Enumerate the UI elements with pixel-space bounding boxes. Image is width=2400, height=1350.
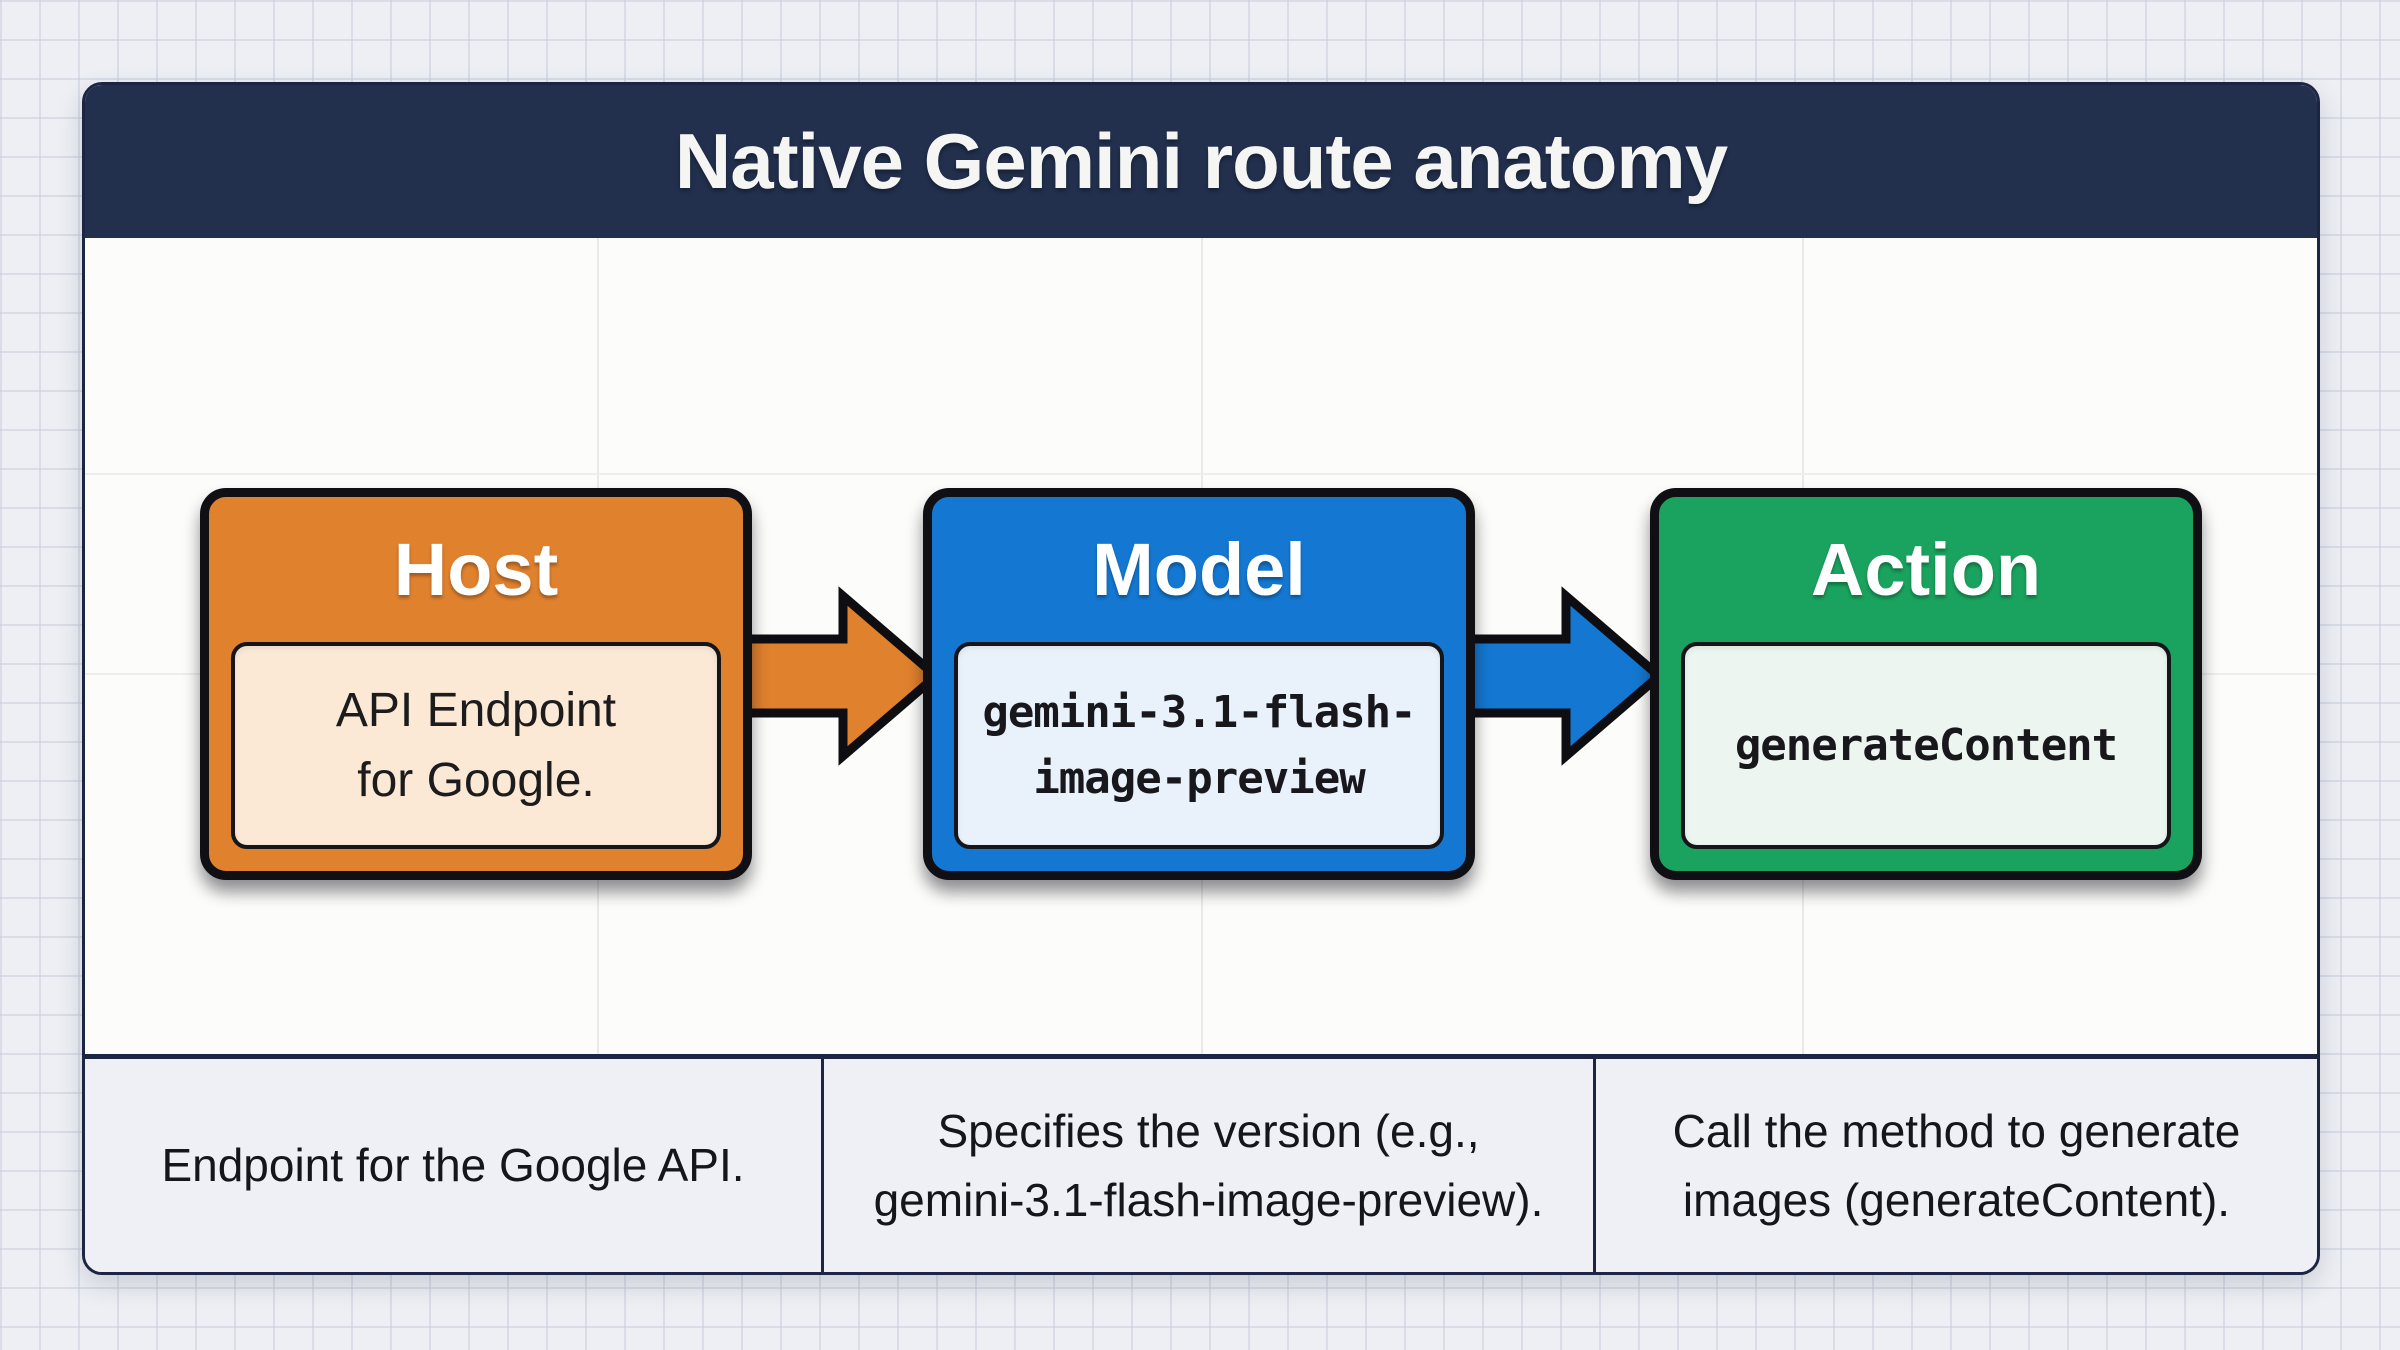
grid-line-horizontal [85,473,2317,475]
footer-cell-text: Endpoint for the Google API. [161,1139,745,1191]
diagram-body: Host API Endpoint for Google. Model gemi… [85,238,2317,1054]
flow-step-model: Model gemini-3.1-flash- image-preview [923,488,1475,880]
panel-header: Native Gemini route anatomy [85,85,2317,238]
step-label: Action [1810,528,2042,611]
footer-cell-model: Specifies the version (e.g., gemini-3.1-… [824,1059,1596,1272]
arrow-right-icon [1463,586,1663,766]
step-label: Model [1092,528,1306,611]
step-value: gemini-3.1-flash- image-preview [982,686,1416,804]
footer-cell-text: Call the method to generate images (gene… [1672,1104,2241,1226]
step-value-box: API Endpoint for Google. [231,642,721,849]
footer-cell-action: Call the method to generate images (gene… [1596,1059,2317,1272]
step-value-box: generateContent [1681,642,2171,849]
step-value-box: gemini-3.1-flash- image-preview [954,642,1444,849]
flow-step-host: Host API Endpoint for Google. [200,488,752,880]
step-label: Host [393,528,559,611]
page-title: Native Gemini route anatomy [674,117,1728,205]
arrow-right-icon [740,586,940,766]
flow-step-action: Action generateContent [1650,488,2202,880]
footer-cell-host: Endpoint for the Google API. [85,1059,824,1272]
panel-footer: Endpoint for the Google API. Specifies t… [85,1054,2317,1272]
step-value: API Endpoint for Google. [335,683,617,807]
panel: Native Gemini route anatomy Host API End… [82,82,2320,1275]
footer-cell-text: Specifies the version (e.g., gemini-3.1-… [873,1104,1544,1226]
step-value: generateContent [1734,719,2118,771]
arrow-right-icon-shape [740,586,940,766]
arrow-right-icon-shape [1463,586,1663,766]
